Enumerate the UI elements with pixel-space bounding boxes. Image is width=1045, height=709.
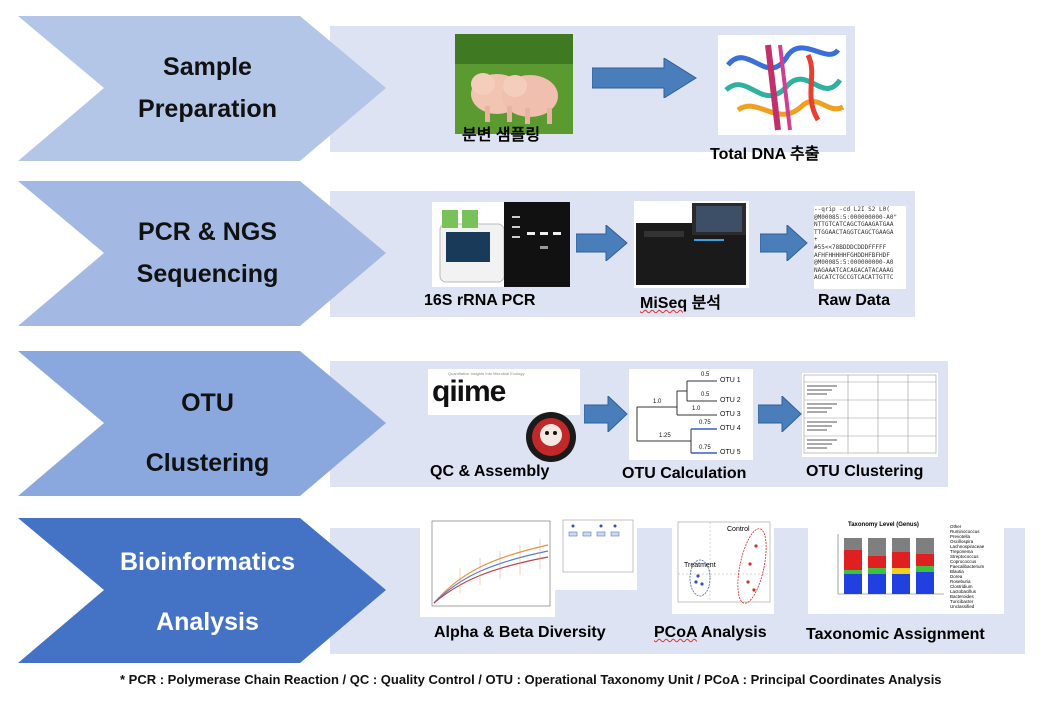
assembly-circle-image	[524, 411, 578, 463]
chevron	[18, 518, 390, 663]
legend-item: Turicibacter	[950, 599, 974, 604]
qiime-logo: qiime Quantitative Insights Into Microbi…	[428, 369, 580, 415]
legend-item: Faecalibacterium	[950, 564, 985, 569]
dna-protein-image	[718, 35, 846, 135]
step-caption: Total DNA 추출	[710, 146, 820, 163]
legend-item: Roseburia	[950, 579, 971, 584]
caption-rest: 분석	[687, 295, 722, 312]
pcoa-plot-image: Control Treatment	[672, 516, 774, 614]
raw-data-line: @M00085:5:000000000-A0	[814, 259, 894, 267]
otu-table-image	[802, 373, 938, 457]
branch-value: 0.75	[699, 445, 711, 451]
legend-item: Blautia	[950, 569, 964, 574]
step-caption: MiSeq 분석	[640, 289, 721, 313]
legend-item: Clostridium	[950, 584, 973, 589]
step-caption: Raw Data	[818, 292, 891, 309]
pcoa-control-label: Control	[727, 526, 750, 533]
raw-data-line: AFHFHHHHHFGHDDHFBFHDF	[814, 251, 890, 259]
miseq-sequencer-image	[634, 201, 749, 288]
otu-label: OTU 5	[720, 449, 741, 456]
branch-value: 1.25	[659, 433, 671, 439]
boxplot-image	[555, 514, 637, 590]
taxonomy-bar-chart: Taxonomy Level (Genus) Other Ruminococcu…	[808, 520, 1004, 614]
legend-item: Ruminococcus	[950, 529, 980, 534]
chevron	[18, 351, 390, 496]
arrow-right-icon	[591, 57, 697, 103]
raw-data-text: --qrip -cd L2I S2 L0( @M00085:5:00000000…	[814, 206, 906, 289]
pcoa-treatment-label: Treatment	[684, 562, 716, 569]
arrow-right-icon	[575, 223, 628, 266]
step-caption: Alpha & Beta Diversity	[434, 624, 606, 641]
legend-item: Dorea	[950, 574, 963, 579]
footnote: * PCR : Polymerase Chain Reaction / QC :…	[120, 672, 942, 687]
step-caption: Taxonomic Assignment	[806, 626, 985, 643]
pcr-machine-gel-image	[432, 202, 570, 287]
raw-data-line: AGCATCTGCCGTCACATTGTTC	[814, 274, 894, 282]
arrow-right-icon	[757, 394, 802, 437]
branch-value: 1.0	[692, 406, 701, 412]
legend-item: Other	[950, 524, 962, 529]
caption-rest: Analysis	[696, 624, 767, 641]
rarefaction-plot-image	[420, 513, 555, 617]
arrow-right-icon	[759, 223, 808, 266]
piglets-image	[455, 34, 573, 134]
branch-value: 1.0	[653, 399, 662, 405]
raw-data-line: #55<<78BDDDCDDDFFFFF	[814, 243, 887, 251]
raw-data-line: --qrip -cd L2I S2 L0(	[814, 206, 890, 213]
step-caption: 16S rRNA PCR	[424, 292, 536, 309]
caption-term: PCoA	[654, 624, 697, 641]
raw-data-line: @M00085:5:000000000-A0"	[814, 213, 898, 221]
chevron	[18, 16, 390, 161]
taxonomy-title: Taxonomy Level (Genus)	[848, 522, 919, 528]
step-caption: 분변 샘플링	[462, 127, 541, 144]
legend-item: Lachnospiraceae	[950, 544, 985, 549]
qiime-logo-text: qiime	[432, 375, 506, 408]
arrow-right-icon	[583, 394, 628, 437]
legend-item: Coprococcus	[950, 559, 977, 564]
otu-label: OTU 3	[720, 411, 741, 418]
raw-data-line: +	[814, 236, 818, 244]
taxonomy-legend: Other Ruminococcus Prevotella Oscillospi…	[950, 524, 984, 609]
qiime-tagline: Quantitative Insights Into Microbial Eco…	[448, 371, 525, 376]
raw-data-line: NAGAAATCACAGACATACAAAG	[814, 266, 894, 274]
otu-label: OTU 2	[720, 397, 741, 404]
raw-data-line: NTTGTCATCAGCTGAAGATGAA	[814, 221, 894, 229]
legend-item: Treponema	[950, 549, 973, 554]
legend-item: Lactobacillus	[950, 589, 977, 594]
raw-data-line: TTGGAACTAGGTCAGCTGAAGA	[814, 228, 894, 236]
otu-label: OTU 1	[720, 377, 741, 384]
branch-value: 0.75	[699, 420, 711, 426]
legend-item: Oscillospira	[950, 539, 974, 544]
branch-value: 0.5	[701, 372, 710, 378]
step-caption: QC & Assembly	[430, 463, 550, 480]
step-caption: OTU Calculation	[622, 465, 747, 482]
legend-item: Unclassified	[950, 604, 975, 609]
step-caption: PCoA Analysis	[654, 624, 767, 642]
caption-term: MiSeq	[640, 295, 688, 312]
legend-item: Bacteroides	[950, 594, 974, 599]
branch-value: 0.5	[701, 392, 710, 398]
legend-item: Streptococcus	[950, 554, 979, 559]
otu-tree-diagram: OTU 1 OTU 2 OTU 3 OTU 4 OTU 5 0.5 0.5 1.…	[629, 369, 753, 460]
chevron	[18, 181, 390, 326]
legend-item: Prevotella	[950, 534, 971, 539]
step-caption: OTU Clustering	[806, 463, 924, 480]
otu-label: OTU 4	[720, 425, 741, 432]
